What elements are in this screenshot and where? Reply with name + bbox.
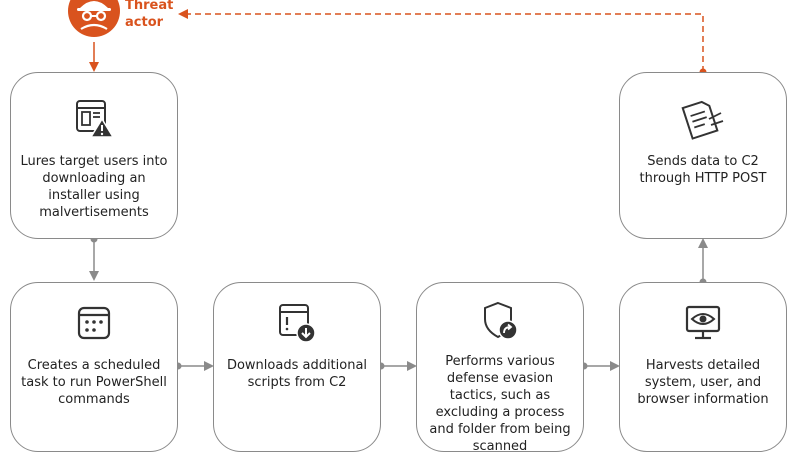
step-evasion: Performs various defense evasion tactics… — [416, 282, 584, 454]
step-label: Harvests detailed system, user, and brow… — [637, 358, 769, 407]
step-label: Performs various defense evasion tactics… — [429, 354, 571, 454]
connector-exfil-actor — [178, 9, 704, 72]
step-lure: Lures target users into downloading an i… — [10, 72, 178, 239]
document-send-icon — [681, 100, 724, 140]
threat-actor-label: Threat actor — [125, 0, 174, 30]
monitor-eye-icon — [685, 305, 721, 340]
step-schedule: Creates a scheduled task to run PowerShe… — [10, 282, 178, 452]
window-warning-icon — [76, 100, 115, 138]
step-download: Downloads additional scripts from C2 — [213, 282, 381, 452]
step-exfil: Sends data to C2 through HTTP POST — [619, 72, 787, 239]
step-harvest: Harvests detailed system, user, and brow… — [619, 282, 787, 452]
step-label: Sends data to C2 through HTTP POST — [639, 154, 767, 186]
threat-actor: Threat actor — [0, 0, 200, 45]
hacker-icon — [68, 0, 120, 37]
step-label: Downloads additional scripts from C2 — [226, 358, 368, 390]
calendar-icon — [77, 306, 111, 340]
step-label: Creates a scheduled task to run PowerShe… — [21, 358, 167, 407]
window-download-icon — [279, 304, 316, 343]
step-label: Lures target users into downloading an i… — [20, 154, 168, 220]
shield-redirect-icon — [484, 301, 518, 340]
